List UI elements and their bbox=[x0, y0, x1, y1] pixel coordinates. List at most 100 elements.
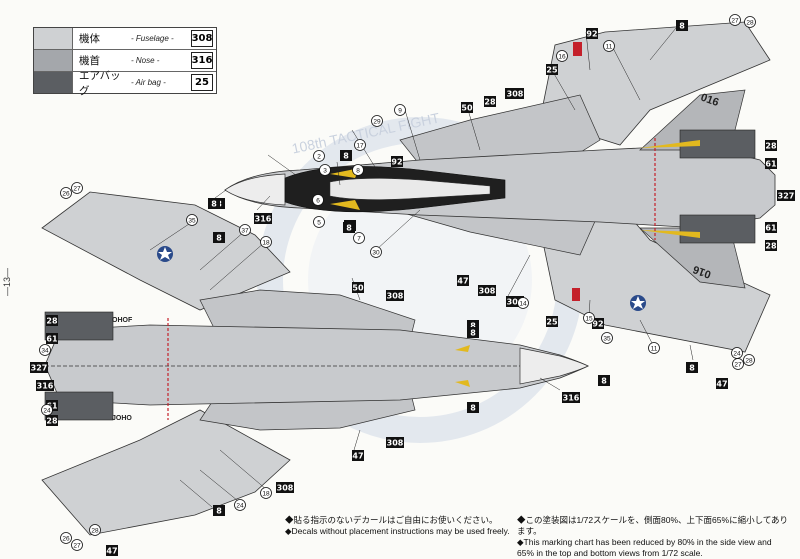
callout-box: 327 bbox=[30, 362, 48, 373]
red-marker bbox=[573, 42, 582, 56]
top-modex-upper: 016 bbox=[699, 92, 720, 110]
callout-circle: 14 bbox=[517, 297, 529, 309]
callout-circle: 11 bbox=[603, 40, 615, 52]
callout-box-label: 47 bbox=[716, 380, 727, 389]
callout-box-label: 308 bbox=[479, 287, 496, 296]
callout-circle-label: 14 bbox=[519, 300, 527, 307]
callout-box: 50 bbox=[352, 282, 364, 293]
callout-box: 61 bbox=[46, 400, 58, 411]
legend-code: 316 bbox=[191, 52, 213, 69]
callout-box-label: 8 bbox=[470, 404, 476, 413]
callout-circle-label: 27 bbox=[731, 17, 739, 24]
callout-circle: 28 bbox=[743, 354, 755, 366]
legend-en-label: - Air bag - bbox=[131, 78, 166, 87]
callout-circle: 28 bbox=[744, 16, 756, 28]
callout-circle: 28 bbox=[89, 524, 101, 536]
callout-box: 8 bbox=[598, 375, 610, 386]
bottom-yellow-flash bbox=[455, 345, 470, 387]
callout-box: 316 bbox=[562, 392, 580, 403]
callout-box: 8 bbox=[467, 320, 479, 331]
callout-box-label: 8 bbox=[343, 152, 349, 161]
callout-circle-label: 18 bbox=[262, 490, 270, 497]
callout-box: 28 bbox=[765, 140, 777, 151]
callout-circle: 24 bbox=[731, 347, 743, 359]
callout-circle: 30 bbox=[370, 246, 382, 258]
callout-boxes: 8509225308850288308923088286132761288479… bbox=[30, 20, 795, 556]
bottom-view-aircraft: 016 OHOF JOHO bbox=[41, 191, 713, 536]
callout-box-label: 47 bbox=[106, 547, 117, 556]
red-marker bbox=[572, 288, 580, 301]
callout-box-label: 327 bbox=[31, 364, 48, 373]
callout-circle-label: 3 bbox=[323, 167, 327, 174]
callout-circle: 24 bbox=[41, 404, 53, 416]
callout-box: 8 bbox=[208, 198, 220, 209]
callout-box-label: 8 bbox=[216, 507, 222, 516]
callout-box: 8 bbox=[467, 327, 479, 338]
callout-circle-label: 34 bbox=[41, 347, 49, 354]
callout-box-label: 8 bbox=[346, 224, 352, 233]
callout-box: 8 bbox=[213, 232, 225, 243]
callout-box: 28 bbox=[484, 96, 496, 107]
callout-box-label: 28 bbox=[765, 142, 777, 151]
note-left-jp: ◆貼る指示のないデカールはご自由にお使いください。 bbox=[285, 515, 498, 525]
callout-circle: 8 bbox=[352, 164, 364, 176]
callout-box-label: 316 bbox=[255, 215, 272, 224]
callout-box: 8 bbox=[213, 505, 225, 516]
callout-circle: 17 bbox=[354, 139, 366, 151]
callout-box: 308 bbox=[478, 285, 496, 296]
callout-box: 92 bbox=[586, 28, 598, 39]
callout-box-label: 316 bbox=[37, 382, 54, 391]
callout-circle-label: 11 bbox=[651, 345, 658, 352]
top-canopy-glass bbox=[329, 178, 491, 200]
callout-circle-label: 30 bbox=[372, 249, 380, 256]
callout-box-label: 92 bbox=[592, 320, 603, 329]
callout-box: 92 bbox=[592, 318, 604, 329]
top-yellow-flash-lower bbox=[640, 230, 700, 238]
callout-circle: 2 bbox=[313, 150, 325, 162]
callout-circle: 37 bbox=[239, 224, 251, 236]
callout-box: 316 bbox=[36, 380, 54, 391]
callout-circle-label: 27 bbox=[73, 542, 81, 549]
callout-box-label: 8 bbox=[601, 377, 607, 386]
callout-box: 28 bbox=[46, 315, 58, 326]
callout-circle: 24 bbox=[234, 499, 246, 511]
callout-circle-label: 5 bbox=[317, 219, 321, 226]
callout-box-label: 47 bbox=[457, 277, 468, 286]
callout-box-label: 92 bbox=[586, 30, 597, 39]
callout-circle-label: 16 bbox=[558, 53, 566, 60]
callout-box: 28 bbox=[46, 415, 58, 426]
callout-box-label: 28 bbox=[46, 317, 58, 326]
callout-circle-label: 27 bbox=[73, 185, 81, 192]
bottom-text-upper: OHOF bbox=[112, 317, 133, 324]
callout-box: 308 bbox=[506, 88, 524, 99]
callout-circle: 27 bbox=[732, 358, 744, 370]
callout-circle-label: 18 bbox=[262, 239, 270, 246]
top-nose-radome bbox=[224, 173, 286, 206]
callout-box-label: 61 bbox=[765, 160, 777, 169]
legend-en-label: - Fuselage - bbox=[131, 34, 174, 43]
callout-box: 308 bbox=[506, 296, 524, 307]
callout-box: 92 bbox=[391, 156, 403, 167]
legend-jp-label: エアバッグ bbox=[79, 69, 121, 97]
callout-circle-label: 9 bbox=[398, 107, 402, 114]
callout-box: 47 bbox=[716, 378, 728, 389]
callout-box: 25 bbox=[546, 64, 558, 75]
airbag-swatch bbox=[34, 72, 73, 93]
instruction-notes: ◆貼る指示のないデカールはご自由にお使いください。 ◆Decals withou… bbox=[285, 515, 790, 558]
legend-row-nose: 機首 - Nose - 316 bbox=[34, 50, 216, 72]
nose-swatch bbox=[34, 50, 73, 71]
note-right-jp: ◆この塗装図は1/72スケールを、側面80%、上下面65%に縮小してあります。 bbox=[517, 515, 789, 536]
callout-box: 8 bbox=[676, 20, 688, 31]
callout-box-label: 8 bbox=[470, 329, 476, 338]
callout-box-label: 8 bbox=[679, 22, 685, 31]
callout-circle-label: 24 bbox=[733, 350, 741, 357]
callout-circle: 7 bbox=[353, 232, 365, 244]
legend-code: 308 bbox=[191, 30, 213, 47]
callout-box: 8 bbox=[343, 222, 355, 233]
callout-box: 61 bbox=[46, 333, 58, 344]
callout-circle-label: 26 bbox=[62, 190, 70, 197]
callout-circle: 9 bbox=[394, 104, 406, 116]
callout-box-label: 308 bbox=[387, 292, 404, 301]
callout-circle: 35 bbox=[186, 214, 198, 226]
